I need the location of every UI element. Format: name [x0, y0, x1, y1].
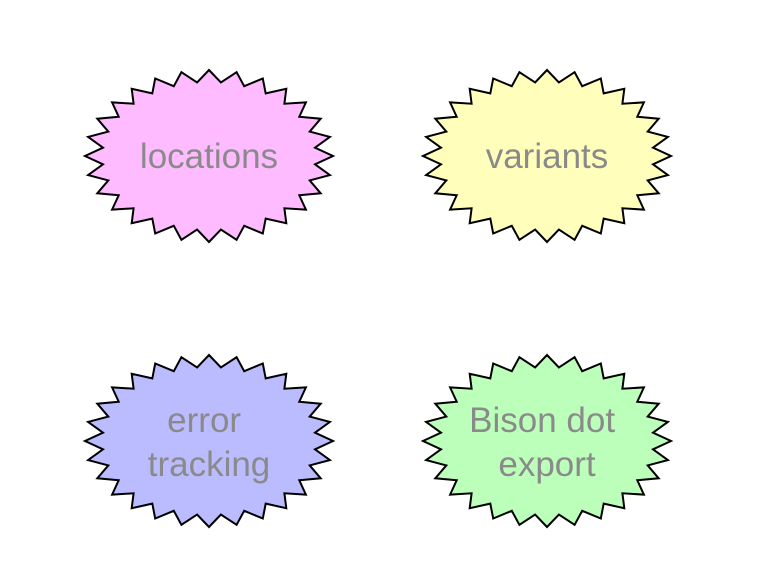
- badge-bison-dot-export: Bison dot export: [420, 353, 674, 529]
- starburst-shape: [420, 68, 674, 244]
- starburst-shape: [82, 68, 336, 244]
- svg-text:Bison dot export: Bison dot export: [469, 401, 625, 484]
- badge-label-tracking: tracking: [148, 445, 271, 484]
- svg-text:locations: locations: [140, 137, 278, 176]
- svg-text:variants: variants: [486, 137, 609, 176]
- badge-variants: variants: [420, 68, 674, 244]
- badge-label-error: error: [167, 401, 241, 440]
- badge-error-tracking: error tracking: [82, 353, 336, 529]
- badge-label-export: export: [498, 445, 596, 484]
- badge-label-bison-dot: Bison dot: [469, 401, 615, 440]
- starburst-shape: [82, 353, 336, 529]
- svg-text:error tracking: error tracking: [148, 401, 271, 484]
- badge-label-locations: locations: [140, 137, 278, 176]
- starburst-shape: [420, 353, 674, 529]
- badge-locations: locations: [82, 68, 336, 244]
- badge-label-variants: variants: [486, 137, 609, 176]
